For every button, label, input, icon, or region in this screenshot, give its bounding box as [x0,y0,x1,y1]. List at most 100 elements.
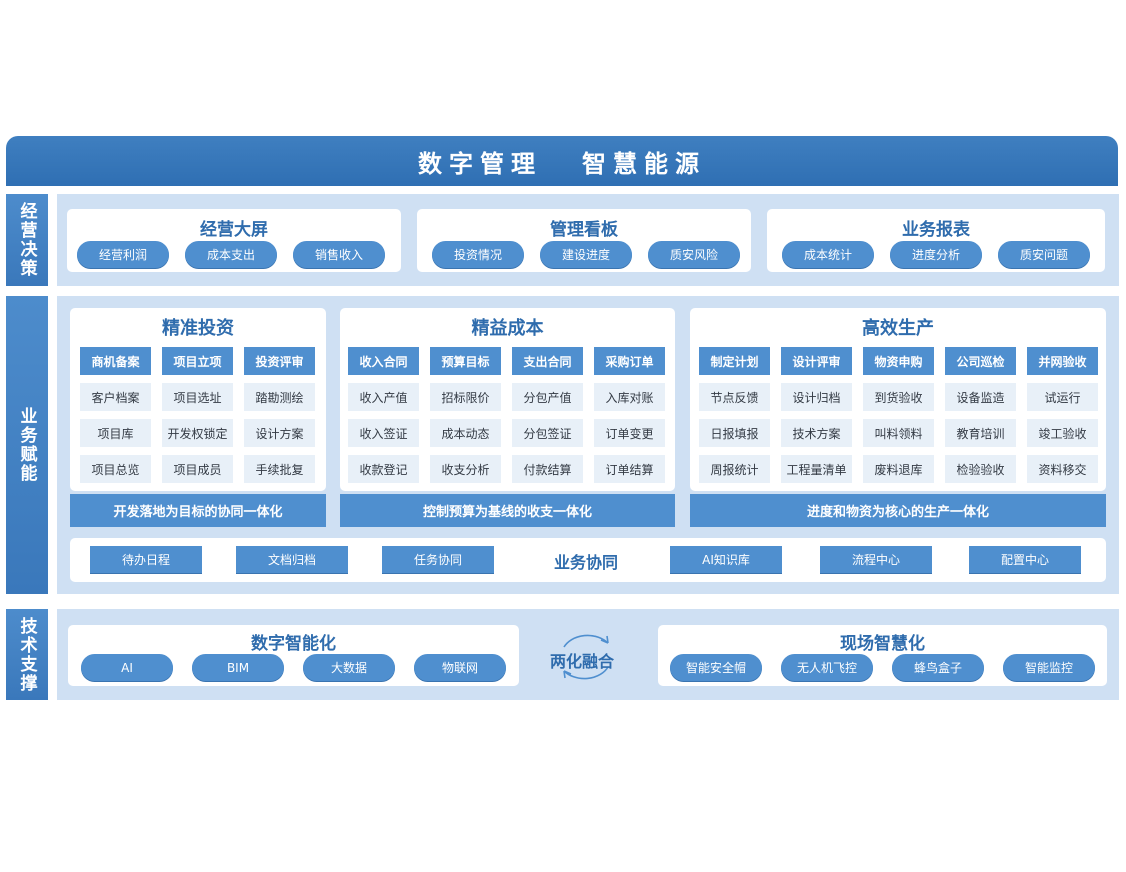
grid-cell[interactable]: 入库对账 [594,383,665,411]
grid-cell[interactable]: 试运行 [1027,383,1098,411]
collab-bar: 待办日程 文档归档 任务协同 业务协同 AI知识库 流程中心 配置中心 [70,538,1106,582]
grid-cell[interactable]: 客户档案 [80,383,151,411]
business-card-investment: 精准投资 商机备案 项目立项 投资评审 客户档案 项目选址 踏勘测绘 项目库 开… [70,308,326,491]
grid-cell[interactable]: 设计归档 [781,383,852,411]
grid-cell[interactable]: 检验验收 [945,455,1016,483]
cycle-arrows-icon [563,634,609,680]
card-title: 业务报表 [902,220,970,240]
grid-cell[interactable]: 项目总览 [80,455,151,483]
decision-item[interactable]: 进度分析 [890,241,982,268]
header-title-1: 数字管理 [418,149,542,178]
grid-header-cell[interactable]: 制定计划 [699,347,770,375]
business-card-cost: 精益成本 收入合同 预算目标 支出合同 采购订单 收入产值 招标限价 分包产值 … [340,308,675,491]
business-footer: 开发落地为目标的协同一体化 [70,494,326,527]
business-panel: 精准投资 商机备案 项目立项 投资评审 客户档案 项目选址 踏勘测绘 项目库 开… [57,296,1119,594]
grid-cell[interactable]: 到货验收 [863,383,934,411]
grid-cell[interactable]: 设计方案 [244,419,315,447]
grid-cell[interactable]: 招标限价 [430,383,501,411]
fusion-label: 两化融合 [550,652,615,671]
grid-cell[interactable]: 设备监造 [945,383,1016,411]
tech-item[interactable]: 大数据 [303,654,395,681]
tech-item[interactable]: 物联网 [414,654,506,681]
grid-header-cell[interactable]: 公司巡检 [945,347,1016,375]
card-title: 精益成本 [471,318,544,339]
grid-cell[interactable]: 节点反馈 [699,383,770,411]
decision-item[interactable]: 质安风险 [648,241,740,268]
grid-cell[interactable]: 分包产值 [512,383,583,411]
grid-header-cell[interactable]: 项目立项 [162,347,233,375]
header-title-2: 智慧能源 [582,149,706,178]
collab-button[interactable]: 流程中心 [820,546,932,573]
grid-cell[interactable]: 手续批复 [244,455,315,483]
card-title: 现场智慧化 [840,634,925,654]
grid-header-cell[interactable]: 采购订单 [594,347,665,375]
decision-item[interactable]: 成本统计 [782,241,874,268]
grid-cell[interactable]: 教育培训 [945,419,1016,447]
collab-button[interactable]: 待办日程 [90,546,202,573]
grid-cell[interactable]: 收款登记 [348,455,419,483]
grid-cell[interactable]: 竣工验收 [1027,419,1098,447]
grid-cell[interactable]: 周报统计 [699,455,770,483]
decision-item[interactable]: 建设进度 [540,241,632,268]
card-title: 管理看板 [550,220,618,240]
grid-cell[interactable]: 废料退库 [863,455,934,483]
main-header: 数字管理 智慧能源 [6,136,1118,186]
grid-header-cell[interactable]: 收入合同 [348,347,419,375]
grid-cell[interactable]: 资料移交 [1027,455,1098,483]
grid-cell[interactable]: 开发权锁定 [162,419,233,447]
grid-cell[interactable]: 踏勘测绘 [244,383,315,411]
decision-item[interactable]: 质安问题 [998,241,1090,268]
grid-cell[interactable]: 项目选址 [162,383,233,411]
grid-cell[interactable]: 日报填报 [699,419,770,447]
grid-cell[interactable]: 收入产值 [348,383,419,411]
collab-button[interactable]: 任务协同 [382,546,494,573]
tech-item[interactable]: AI [81,654,173,681]
collab-button[interactable]: AI知识库 [670,546,782,573]
card-title: 精准投资 [162,318,234,339]
decision-item[interactable]: 投资情况 [432,241,524,268]
decision-card: 业务报表 成本统计 进度分析 质安问题 [767,209,1105,272]
tech-panel: 数字智能化 AI BIM 大数据 物联网 两化融合 现场智慧化 智能安全帽 无人… [57,609,1119,700]
tech-item[interactable]: 智能安全帽 [670,654,762,681]
tech-item[interactable]: 无人机飞控 [781,654,873,681]
card-title: 数字智能化 [251,634,336,654]
side-label-tech: 技术支撑 [6,609,48,700]
grid-cell[interactable]: 叫料领料 [863,419,934,447]
collab-button[interactable]: 配置中心 [969,546,1081,573]
decision-card: 经营大屏 经营利润 成本支出 销售收入 [67,209,401,272]
card-title: 高效生产 [862,318,934,339]
grid-cell[interactable]: 付款结算 [512,455,583,483]
decision-item[interactable]: 经营利润 [77,241,169,268]
collab-button[interactable]: 文档归档 [236,546,348,573]
grid-cell[interactable]: 技术方案 [781,419,852,447]
business-card-production: 高效生产 制定计划 设计评审 物资申购 公司巡检 并网验收 节点反馈 设计归档 … [690,308,1106,491]
grid-header-cell[interactable]: 投资评审 [244,347,315,375]
grid-cell[interactable]: 订单结算 [594,455,665,483]
grid-cell[interactable]: 项目成员 [162,455,233,483]
decision-item[interactable]: 销售收入 [293,241,385,268]
grid-cell[interactable]: 收支分析 [430,455,501,483]
business-footer: 控制预算为基线的收支一体化 [340,494,675,527]
decision-item[interactable]: 成本支出 [185,241,277,268]
grid-cell[interactable]: 订单变更 [594,419,665,447]
grid-header-cell[interactable]: 并网验收 [1027,347,1098,375]
tech-item[interactable]: BIM [192,654,284,681]
card-title: 经营大屏 [200,220,268,240]
tech-card-onsite: 现场智慧化 智能安全帽 无人机飞控 蜂鸟盒子 智能监控 [658,625,1107,686]
grid-header-cell[interactable]: 预算目标 [430,347,501,375]
grid-cell[interactable]: 项目库 [80,419,151,447]
grid-cell[interactable]: 成本动态 [430,419,501,447]
collab-label: 业务协同 [554,553,619,572]
grid-cell[interactable]: 工程量清单 [781,455,852,483]
grid-cell[interactable]: 分包签证 [512,419,583,447]
grid-header-cell[interactable]: 设计评审 [781,347,852,375]
side-label-business: 业务赋能 [6,296,48,594]
grid-cell[interactable]: 收入签证 [348,419,419,447]
grid-header-cell[interactable]: 商机备案 [80,347,151,375]
tech-item[interactable]: 蜂鸟盒子 [892,654,984,681]
side-label-decision: 经营决策 [6,194,48,286]
grid-header-cell[interactable]: 物资申购 [863,347,934,375]
grid-header-cell[interactable]: 支出合同 [512,347,583,375]
decision-card: 管理看板 投资情况 建设进度 质安风险 [417,209,751,272]
tech-item[interactable]: 智能监控 [1003,654,1095,681]
